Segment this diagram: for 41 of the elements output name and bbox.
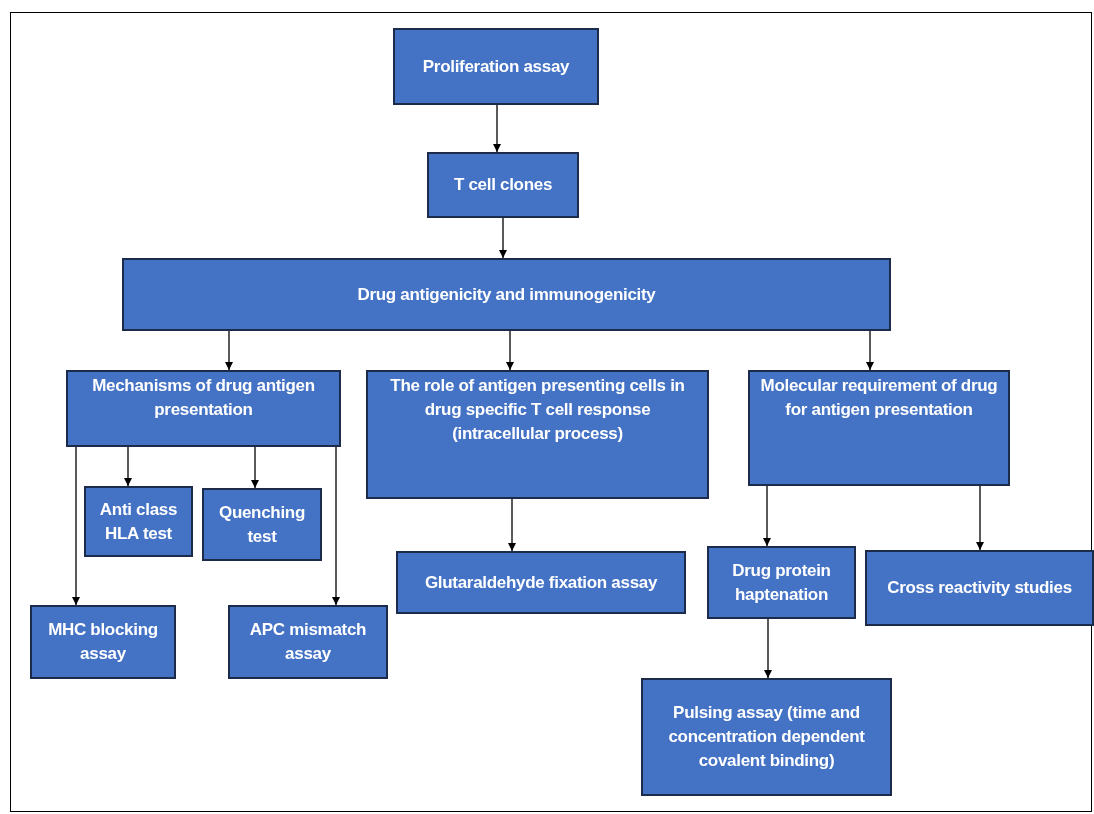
arrow <box>225 330 233 371</box>
box-label: Drug antigenicity and immunogenicity <box>357 283 656 306</box>
process-box <box>748 370 1010 486</box>
box-label: T cell clones <box>453 174 553 197</box>
process-box <box>84 486 193 557</box>
arrow <box>251 446 259 489</box>
arrow <box>508 498 516 552</box>
process-box <box>427 152 579 218</box>
arrow <box>764 618 772 679</box>
box-label: Mechanisms of drug antigen presentation <box>91 375 316 421</box>
arrow <box>976 485 984 551</box>
box-label: Glutaraldehyde fixation assay <box>424 571 658 594</box>
arrow <box>763 485 771 547</box>
process-box <box>366 370 709 499</box>
process-box <box>707 546 856 619</box>
process-box <box>393 28 599 105</box>
arrow <box>866 330 874 371</box>
process-box <box>30 605 176 679</box>
process-box <box>122 258 891 331</box>
process-box <box>865 550 1094 626</box>
box-label: Anti class HLA test <box>98 498 179 545</box>
box-label: Drug protein haptenation <box>731 559 832 606</box>
arrow <box>332 446 340 606</box>
box-label: Molecular requirement of drug for antigen presentation <box>759 375 999 421</box>
process-box <box>641 678 892 796</box>
process-box <box>228 605 388 679</box>
box-label: APC mismatch assay <box>248 619 368 665</box>
box-label: The role of antigen presenting cells in drug specific T cell response (intracellular process) <box>389 375 686 445</box>
box-label: MHC blocking assay <box>47 619 159 665</box>
box-label: Pulsing assay (time and concentration dependent covalent binding) <box>667 702 866 772</box>
process-box <box>202 488 322 561</box>
arrow <box>506 330 514 371</box>
arrow <box>493 104 501 153</box>
box-label: Quenching test <box>217 501 307 548</box>
box-label: Cross reactivity studies <box>887 577 1072 600</box>
arrow <box>72 446 80 606</box>
arrow <box>499 217 507 259</box>
box-label: Proliferation assay <box>422 55 570 78</box>
process-box <box>66 370 341 447</box>
process-box <box>396 551 686 614</box>
arrow <box>124 446 132 487</box>
